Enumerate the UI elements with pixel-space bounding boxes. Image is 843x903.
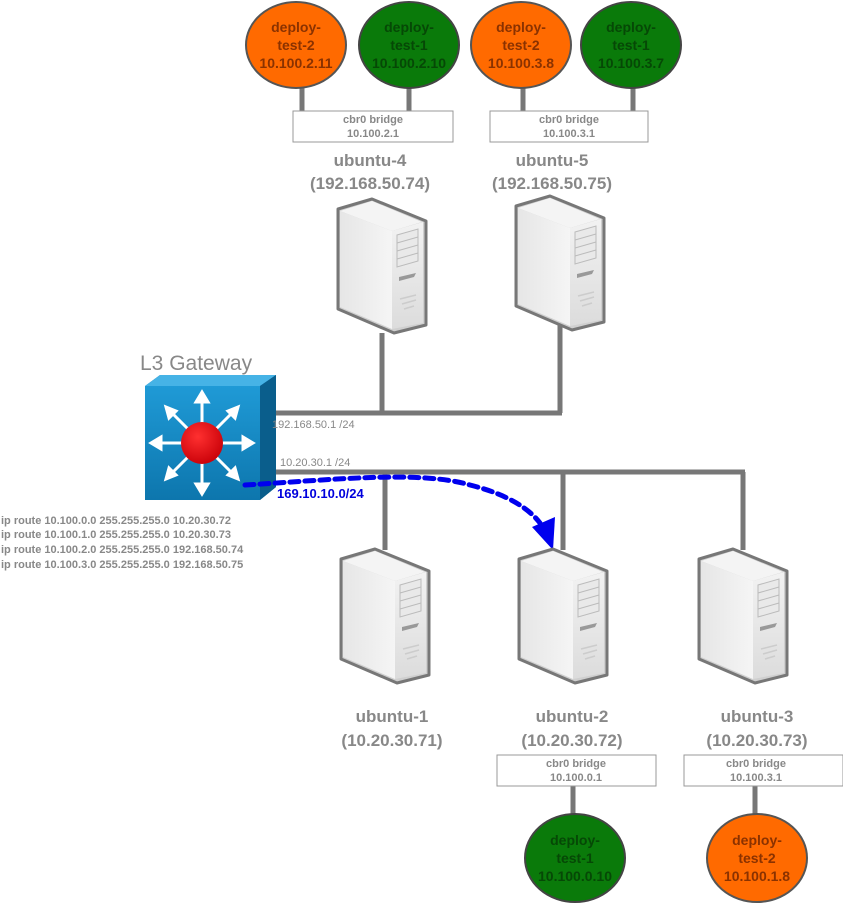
route-arrow (242, 474, 555, 550)
pod-name-line2: test-2 (502, 37, 540, 53)
host-name-ubuntu2: ubuntu-2 (536, 707, 609, 726)
pod-ip: 10.100.2.10 (372, 55, 446, 71)
server-icon-ubuntu5[interactable] (514, 194, 606, 332)
route-table: ip route 10.100.0.0 255.255.255.0 10.20.… (1, 515, 244, 571)
bridge-ubuntu5: cbr0 bridge 10.100.3.1 (489, 110, 649, 143)
host-ip-ubuntu4: (192.168.50.74) (310, 174, 430, 193)
pod-ip: 10.100.0.10 (538, 868, 612, 884)
server-icon-ubuntu4[interactable] (336, 197, 428, 335)
pod-ubuntu5-deploy-test-2[interactable]: deploy- test-2 10.100.3.8 (470, 1, 572, 89)
bridge-ip: 10.100.2.1 (347, 128, 399, 140)
bridge-ubuntu3: cbr0 bridge 10.100.3.1 (683, 754, 843, 787)
route-entry: ip route 10.100.0.0 255.255.255.0 10.20.… (1, 515, 231, 527)
pod-name-line1: deploy- (606, 19, 656, 35)
pod-name-line1: deploy- (384, 19, 434, 35)
host-name-ubuntu4: ubuntu-4 (334, 151, 407, 170)
host-ip-ubuntu3: (10.20.30.73) (706, 731, 807, 750)
pod-ubuntu5-deploy-test-1[interactable]: deploy- test-1 10.100.3.7 (580, 1, 682, 89)
pod-name-line1: deploy- (550, 832, 600, 848)
bridge-name: cbr0 bridge (343, 114, 403, 126)
bridge-ubuntu4: cbr0 bridge 10.100.2.1 (292, 110, 454, 143)
gateway-core (181, 422, 223, 464)
pod-name-line2: test-1 (390, 37, 428, 53)
route-label: 169.10.10.0/24 (277, 486, 365, 501)
pod-name-line2: test-1 (612, 37, 650, 53)
network-192-168-50 (265, 320, 563, 416)
server-icon-ubuntu1[interactable] (339, 547, 431, 685)
pod-ubuntu4-deploy-test-1[interactable]: deploy- test-1 10.100.2.10 (358, 1, 460, 89)
route-entry: ip route 10.100.2.0 255.255.255.0 192.16… (1, 544, 244, 556)
host-name-ubuntu5: ubuntu-5 (516, 151, 589, 170)
host-name-ubuntu3: ubuntu-3 (721, 707, 794, 726)
network-10-20-30 (265, 469, 746, 550)
host-name-ubuntu1: ubuntu-1 (356, 707, 429, 726)
bridge-name: cbr0 bridge (546, 758, 606, 770)
bridge-ip: 10.100.0.1 (550, 772, 602, 784)
bridge-name: cbr0 bridge (726, 758, 786, 770)
iface-upper-label: 192.168.50.1 /24 (272, 419, 355, 431)
pod-name-line1: deploy- (496, 19, 546, 35)
gateway-title: L3 Gateway (140, 352, 253, 375)
server-icon-ubuntu3[interactable] (697, 547, 789, 685)
pod-name-line2: test-2 (277, 37, 315, 53)
route-entry: ip route 10.100.3.0 255.255.255.0 192.16… (1, 559, 243, 571)
pod-ip: 10.100.3.8 (488, 55, 554, 71)
pod-ip: 10.100.2.11 (259, 55, 332, 71)
pod-ubuntu2-deploy-test-1[interactable]: deploy- test-1 10.100.0.10 (524, 813, 626, 903)
server-icon-ubuntu2[interactable] (517, 547, 609, 685)
bridge-name: cbr0 bridge (539, 114, 599, 126)
pod-ip: 10.100.3.7 (598, 55, 664, 71)
bridge-ip: 10.100.3.1 (543, 128, 595, 140)
bridge-ip: 10.100.3.1 (730, 772, 782, 784)
pod-ip: 10.100.1.8 (724, 868, 790, 884)
pod-name-line1: deploy- (271, 19, 321, 35)
host-ip-ubuntu2: (10.20.30.72) (521, 731, 622, 750)
bridge-ubuntu2: cbr0 bridge 10.100.0.1 (496, 754, 657, 787)
l3-gateway-switch-icon[interactable] (145, 375, 276, 500)
iface-lower-label: 10.20.30.1 /24 (280, 457, 350, 469)
pod-name-line1: deploy- (732, 832, 782, 848)
pod-ubuntu3-deploy-test-2[interactable]: deploy- test-2 10.100.1.8 (706, 813, 808, 903)
host-ip-ubuntu1: (10.20.30.71) (341, 731, 442, 750)
host-ip-ubuntu5: (192.168.50.75) (492, 174, 612, 193)
pod-ubuntu4-deploy-test-2[interactable]: deploy- test-2 10.100.2.11 (245, 1, 347, 89)
pod-name-line2: test-2 (738, 850, 776, 866)
pod-name-line2: test-1 (556, 850, 594, 866)
route-entry: ip route 10.100.1.0 255.255.255.0 10.20.… (1, 529, 231, 541)
